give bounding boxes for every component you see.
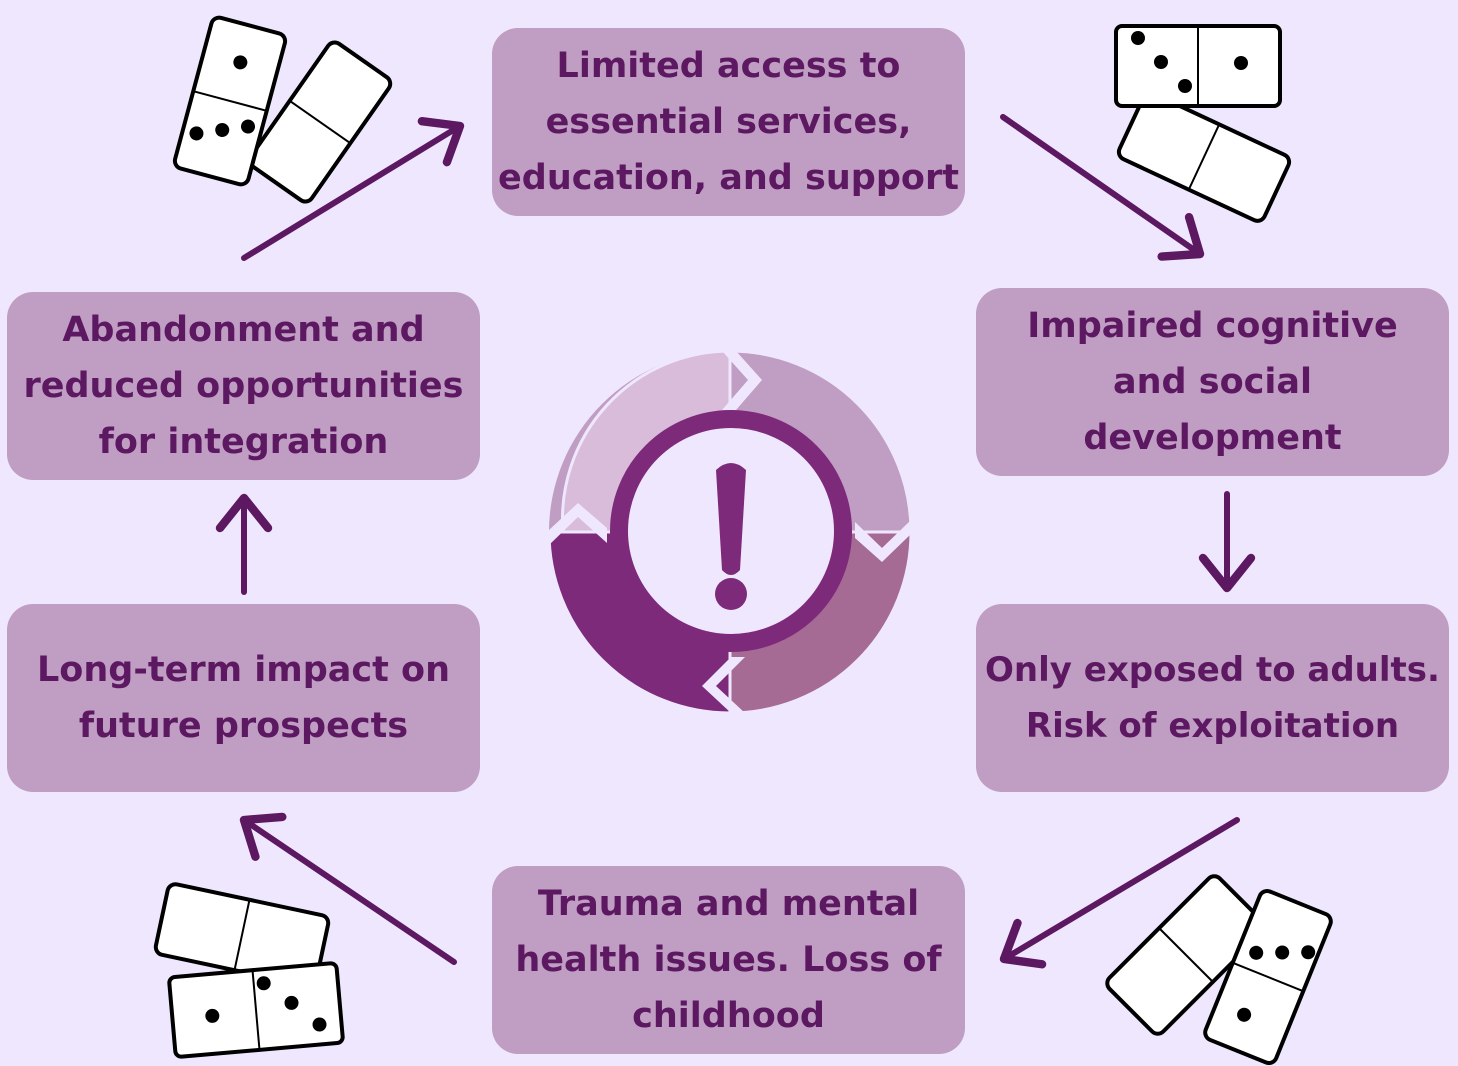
step-exposed-to-adults: Only exposed to adults. Risk of exploita… — [976, 604, 1449, 792]
arrow-right2-to-bottom — [999, 817, 1240, 969]
step-impaired-development: Impaired cognitive and social developmen… — [976, 288, 1449, 476]
warning-exclamation-icon — [610, 410, 852, 652]
step-long-term-impact: Long-term impact on future prospects — [7, 604, 480, 792]
step-abandonment: Abandonment and reduced opportunities fo… — [7, 292, 480, 480]
step-trauma: Trauma and mental health issues. Loss of… — [492, 866, 965, 1054]
arrow-top-to-right1 — [1000, 114, 1205, 261]
domino-icon — [1114, 24, 1292, 223]
domino-icon — [172, 15, 393, 204]
step-limited-access: Limited access to essential services, ed… — [492, 28, 965, 216]
arrow-bottom-to-left2 — [239, 812, 457, 965]
arrow-left1-to-top — [241, 116, 465, 261]
domino-icon — [1105, 874, 1333, 1065]
domino-icon — [153, 882, 345, 1059]
